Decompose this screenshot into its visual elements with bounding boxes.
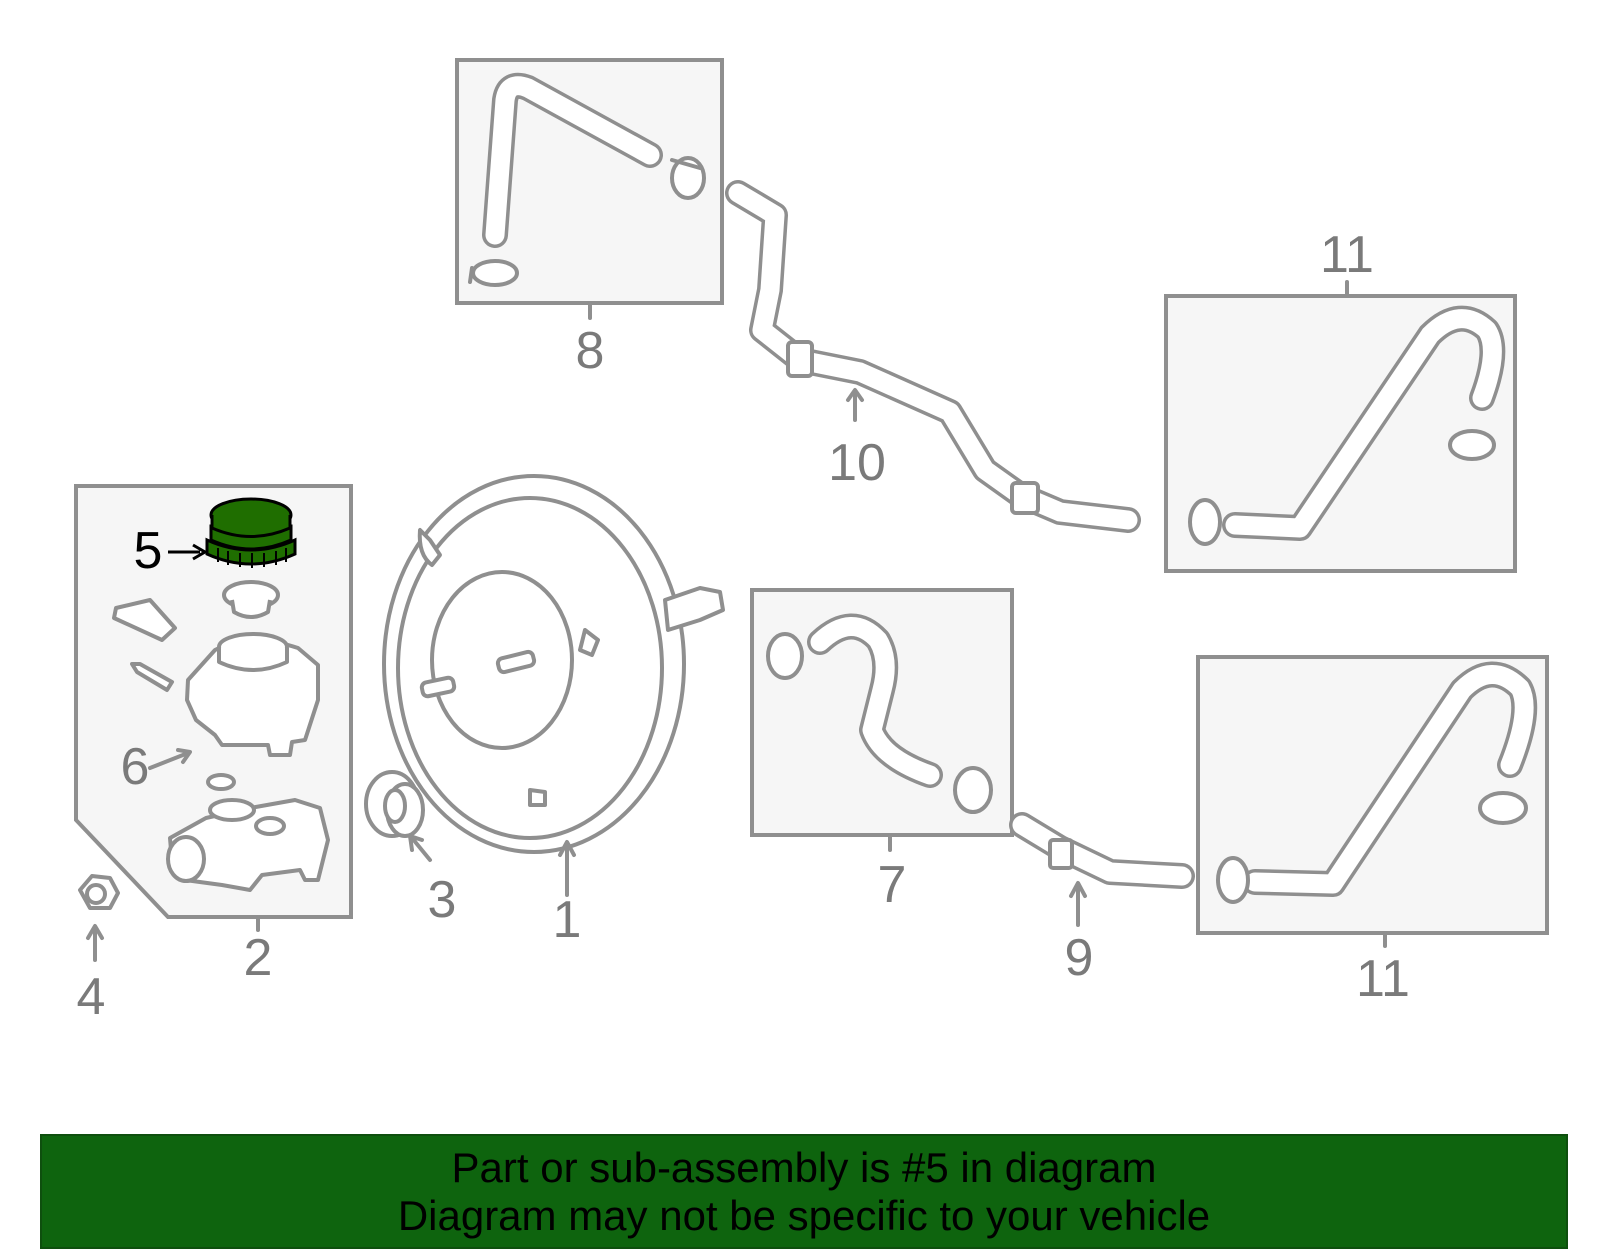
- callout-1: 1: [553, 891, 582, 949]
- box-8-hose: [455, 58, 724, 320]
- callout-11-bottom: 11: [1356, 950, 1410, 1008]
- part-9-line: [1009, 812, 1195, 927]
- box-11-top-hose: [1164, 280, 1517, 573]
- callout-2: 2: [244, 929, 273, 987]
- callout-11-top: 11: [1320, 226, 1374, 284]
- info-banner: Part or sub-assembly is #5 in diagram Di…: [40, 1134, 1568, 1249]
- part-5-reservoir-cap: [205, 497, 297, 568]
- part-4-nut: [78, 874, 120, 962]
- box-11-bottom-hose: [1196, 655, 1549, 948]
- part-3-seal: [364, 770, 432, 862]
- callout-7: 7: [878, 856, 907, 914]
- callout-6-arrow: [148, 748, 192, 770]
- callout-10: 10: [828, 434, 886, 492]
- callout-4: 4: [77, 968, 106, 1026]
- callout-5-arrow: [168, 543, 208, 561]
- banner-line-2: Diagram may not be specific to your vehi…: [397, 1191, 1211, 1239]
- callout-9: 9: [1065, 929, 1094, 987]
- callout-3: 3: [428, 871, 457, 929]
- part-1-brake-booster: [382, 474, 725, 897]
- box-7-hose: [750, 588, 1014, 852]
- callout-5: 5: [134, 522, 163, 580]
- part-10-line: [725, 180, 1141, 533]
- callout-8: 8: [576, 322, 605, 380]
- box-2-master-cylinder: [74, 484, 353, 932]
- banner-line-1: Part or sub-assembly is #5 in diagram: [451, 1143, 1157, 1191]
- callout-6: 6: [121, 738, 150, 796]
